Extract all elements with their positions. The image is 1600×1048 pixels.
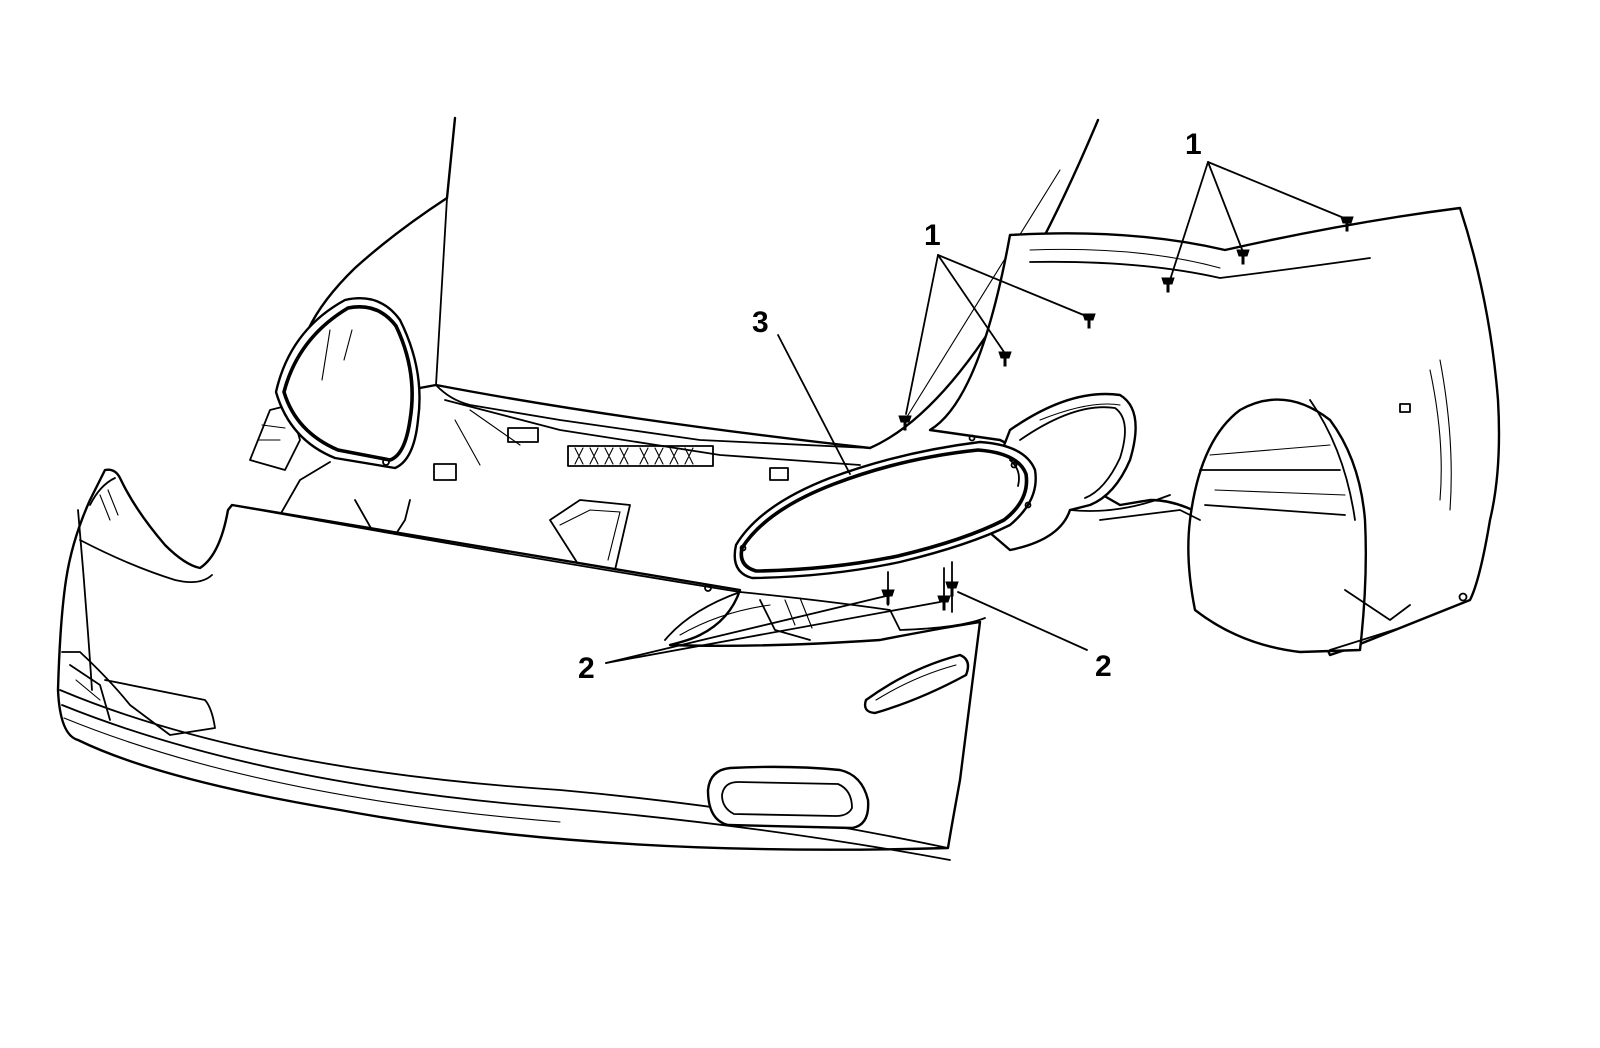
left-headlamp xyxy=(274,297,421,470)
radiator-support xyxy=(249,384,871,576)
hood xyxy=(298,116,1100,450)
bolt-1e xyxy=(1236,249,1250,265)
bolts-item-1 xyxy=(898,216,1354,431)
bolt-1c xyxy=(1082,313,1096,329)
bolt-1f xyxy=(1340,216,1354,232)
bolt-2b xyxy=(937,595,951,611)
bolts-item-2 xyxy=(881,581,959,611)
front-bumper-fascia xyxy=(56,468,986,861)
callout-1-top-right: 1 xyxy=(1185,128,1202,161)
bolt-1b xyxy=(998,351,1012,367)
callout-1-center: 1 xyxy=(924,219,941,252)
bolt-2c xyxy=(945,581,959,597)
right-fender xyxy=(928,206,1501,657)
callout-2-right: 2 xyxy=(1095,650,1112,683)
callout-2-left: 2 xyxy=(578,652,595,685)
callout-3: 3 xyxy=(752,306,769,339)
bolt-1d xyxy=(1161,277,1175,293)
bolt-1a xyxy=(898,415,912,431)
headlamp-assembly xyxy=(733,434,1037,613)
leader-lines xyxy=(605,161,1345,664)
